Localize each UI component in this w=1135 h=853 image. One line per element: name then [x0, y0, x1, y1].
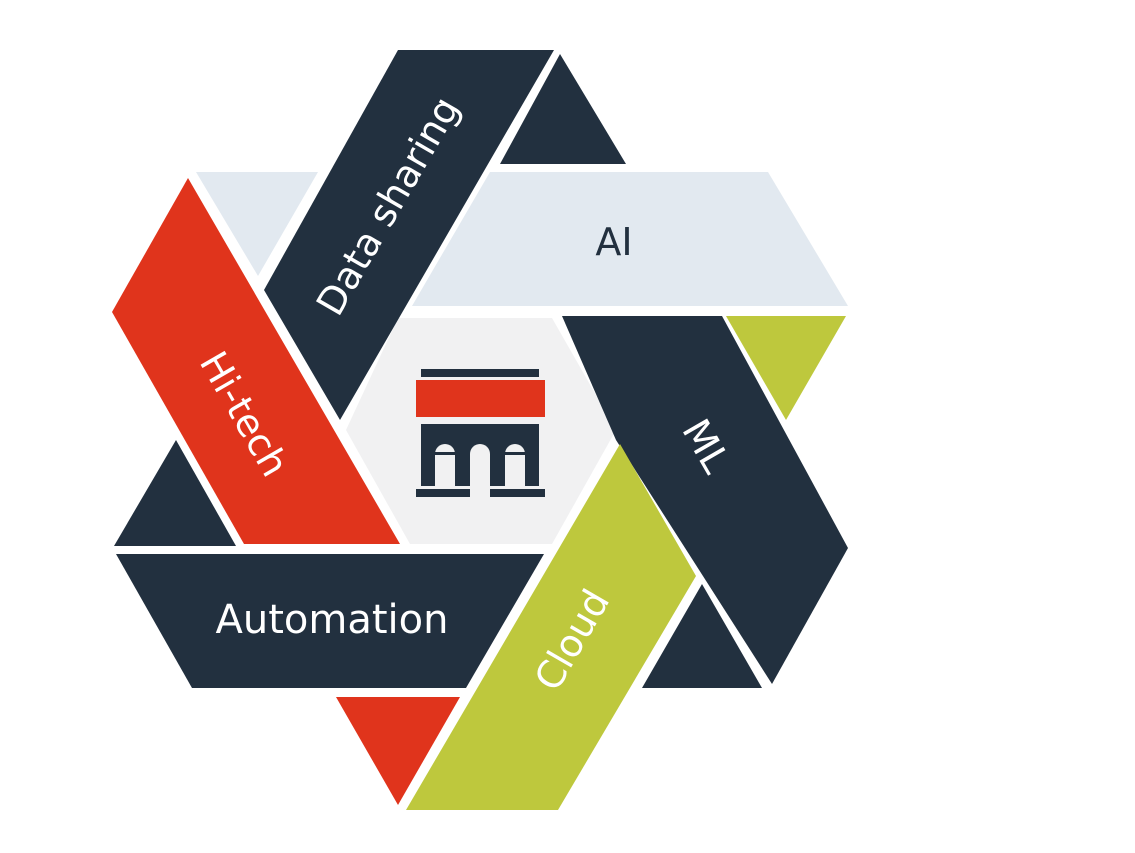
building-arch-icon: [416, 369, 545, 497]
cloud-band[interactable]: [406, 444, 696, 810]
hi-tech-band[interactable]: [112, 178, 400, 544]
label-ai: AI: [595, 220, 632, 264]
top-left-triangle: [196, 172, 318, 276]
left-triangle: [114, 440, 236, 546]
bottom-triangle: [336, 697, 460, 805]
label-automation: Automation: [216, 597, 449, 643]
ml-band[interactable]: [562, 316, 848, 684]
bottom-right-triangle: [642, 584, 762, 688]
data-sharing-band[interactable]: [264, 50, 554, 420]
right-triangle: [726, 316, 846, 420]
ai-band[interactable]: [412, 172, 848, 306]
automation-band[interactable]: [116, 554, 544, 688]
top-triangle: [500, 54, 626, 164]
